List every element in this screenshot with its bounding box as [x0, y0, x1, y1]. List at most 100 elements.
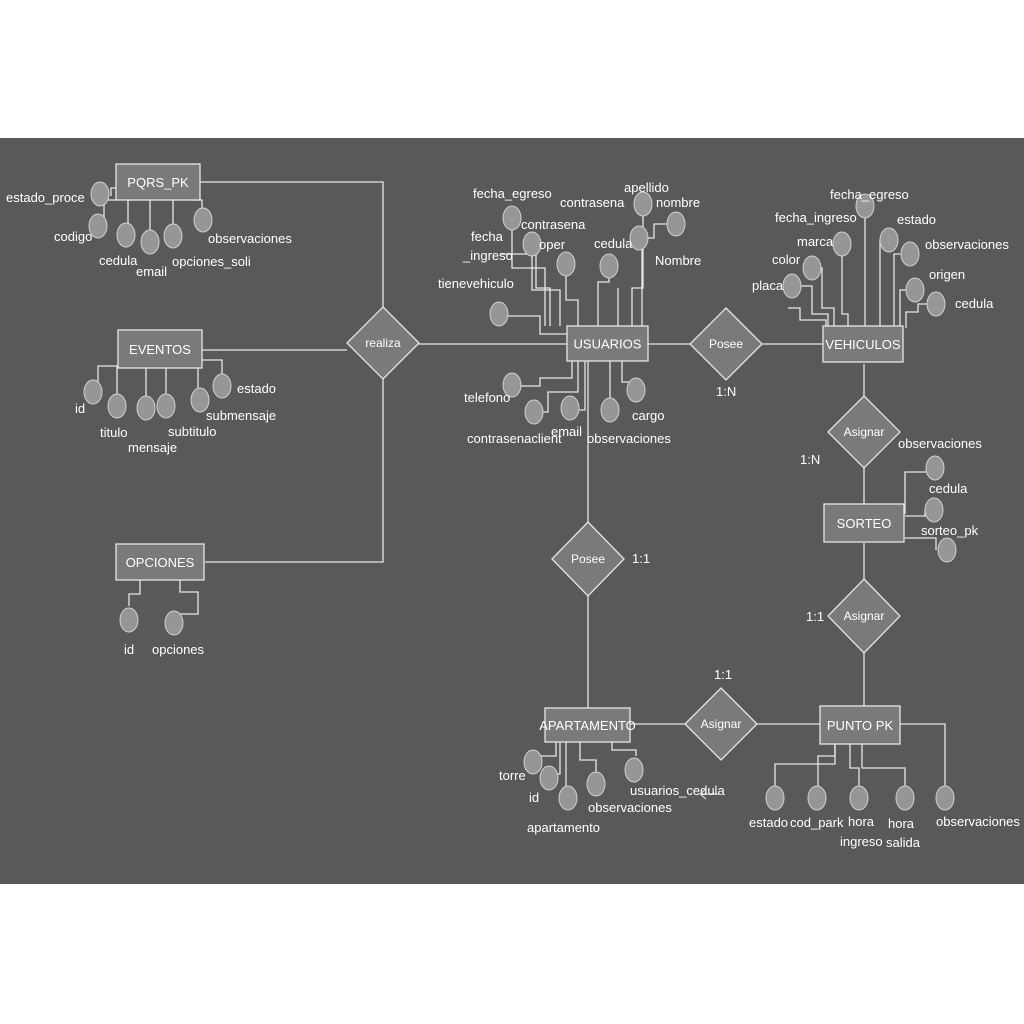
attribute-shape[interactable] [765, 785, 785, 811]
attribute-label-eventos: subtitulo [168, 424, 216, 439]
attribute-shape[interactable] [502, 372, 522, 398]
attribute-label-eventos: estado [237, 381, 276, 396]
attribute-shape[interactable] [879, 227, 899, 253]
relationship-asignar3[interactable] [684, 687, 758, 761]
attribute-shape[interactable] [782, 273, 802, 299]
attribute-label-apartamento: observaciones [588, 800, 672, 815]
attribute-shape[interactable] [935, 785, 955, 811]
relationship-label-posee2: Posee [571, 552, 605, 566]
attribute-shape[interactable] [212, 373, 232, 399]
attribute-shape[interactable] [558, 785, 578, 811]
attribute-shape[interactable] [539, 765, 559, 791]
attribute-shape[interactable] [90, 181, 110, 207]
attribute-shape[interactable] [586, 771, 606, 797]
entity-label-sorteo: SORTEO [837, 516, 892, 531]
entity-opciones[interactable] [115, 543, 205, 581]
attribute-label-sorteo: cedula [929, 481, 968, 496]
attribute-label-eventos: mensaje [128, 440, 177, 455]
attribute-shape[interactable] [900, 241, 920, 267]
attribute-shape[interactable] [925, 455, 945, 481]
attribute-label-punto: cod_park [790, 815, 844, 830]
attribute-label-usuarios: Nombre [655, 253, 701, 268]
attribute-shape[interactable] [626, 377, 646, 403]
attribute-shape[interactable] [807, 785, 827, 811]
attribute-shape[interactable] [116, 222, 136, 248]
attribute-shape[interactable] [633, 191, 653, 217]
attribute-label-punto: estado [749, 815, 788, 830]
attribute-shape[interactable] [136, 395, 156, 421]
attribute-label-usuarios: _ingreso [462, 248, 513, 263]
attribute-shape[interactable] [524, 399, 544, 425]
entity-sorteo[interactable] [823, 503, 905, 543]
cardinality-asignar3: 1:1 [714, 667, 732, 682]
relationship-asignar2[interactable] [827, 578, 901, 654]
attribute-label-usuarios: cargo [632, 408, 665, 423]
attribute-shape[interactable] [83, 379, 103, 405]
entity-label-vehiculos: VEHICULOS [825, 337, 900, 352]
attribute-label-eventos: submensaje [206, 408, 276, 423]
attribute-shape[interactable] [489, 301, 509, 327]
entity-label-pqrs: PQRS_PK [127, 175, 189, 190]
attribute-shape[interactable] [600, 397, 620, 423]
attribute-shape[interactable] [599, 253, 619, 279]
attribute-shape[interactable] [937, 537, 957, 563]
attribute-shape[interactable] [556, 251, 576, 277]
relationship-label-realiza: realiza [365, 336, 401, 350]
attribute-label-pqrs: observaciones [208, 231, 292, 246]
attribute-label-usuarios: oper [539, 237, 566, 252]
attribute-label-punto: hora [848, 814, 875, 829]
attribute-shape[interactable] [802, 255, 822, 281]
entity-eventos[interactable] [117, 329, 203, 369]
attribute-label-eventos: id [75, 401, 85, 416]
attribute-shape[interactable] [560, 395, 580, 421]
attribute-label-vehiculos: fecha_ingreso [775, 210, 857, 225]
attribute-label-punto: observaciones [936, 814, 1020, 829]
entity-punto[interactable] [819, 705, 901, 745]
attribute-label-usuarios: tienevehiculo [438, 276, 514, 291]
attribute-shape[interactable] [924, 497, 944, 523]
attribute-label-apartamento: torre [499, 768, 526, 783]
entity-pqrs[interactable] [115, 163, 201, 201]
attribute-label-vehiculos: estado [897, 212, 936, 227]
relationship-asignar1[interactable] [827, 395, 901, 469]
entity-apartamento[interactable] [544, 707, 631, 743]
entity-vehiculos[interactable] [822, 325, 904, 363]
attribute-label-opciones: id [124, 642, 134, 657]
attribute-shape[interactable] [156, 393, 176, 419]
relationship-realiza[interactable] [346, 306, 420, 380]
attribute-shape[interactable] [522, 231, 542, 257]
attribute-shape[interactable] [502, 205, 522, 231]
relationship-label-asignar2: Asignar [844, 609, 885, 623]
attribute-shape[interactable] [164, 610, 184, 636]
attribute-shape[interactable] [190, 387, 210, 413]
attribute-label-vehiculos: fecha_egreso [830, 187, 909, 202]
attribute-label-usuarios: telefono [464, 390, 510, 405]
attribute-label-usuarios: contrasenaclient [467, 431, 562, 446]
relationship-posee1[interactable] [689, 307, 763, 381]
attribute-label-sorteo: sorteo_pk [921, 523, 979, 538]
attribute-label-pqrs: opciones_soli [172, 254, 251, 269]
attribute-shape[interactable] [119, 607, 139, 633]
attribute-shape[interactable] [926, 291, 946, 317]
entity-usuarios[interactable] [566, 325, 649, 362]
attribute-shape[interactable] [905, 277, 925, 303]
attribute-shape[interactable] [193, 207, 213, 233]
attribute-shape[interactable] [624, 757, 644, 783]
attribute-shape[interactable] [88, 213, 108, 239]
attribute-shape[interactable] [666, 211, 686, 237]
attribute-shape[interactable] [140, 229, 160, 255]
entity-label-apartamento: APARTAMENTO [539, 718, 636, 733]
attribute-shape[interactable] [163, 223, 183, 249]
relationship-label-asignar1: Asignar [844, 425, 885, 439]
relationship-posee2[interactable] [551, 521, 625, 597]
attribute-label-vehiculos: placa [752, 278, 784, 293]
attribute-shape[interactable] [849, 785, 869, 811]
attribute-label-pqrs: codigo [54, 229, 92, 244]
attribute-shape[interactable] [107, 393, 127, 419]
attribute-shape[interactable] [629, 225, 649, 251]
attribute-shape[interactable] [523, 749, 543, 775]
attribute-shape[interactable] [855, 193, 875, 219]
attribute-shape[interactable] [895, 785, 915, 811]
attribute-shape[interactable] [832, 231, 852, 257]
